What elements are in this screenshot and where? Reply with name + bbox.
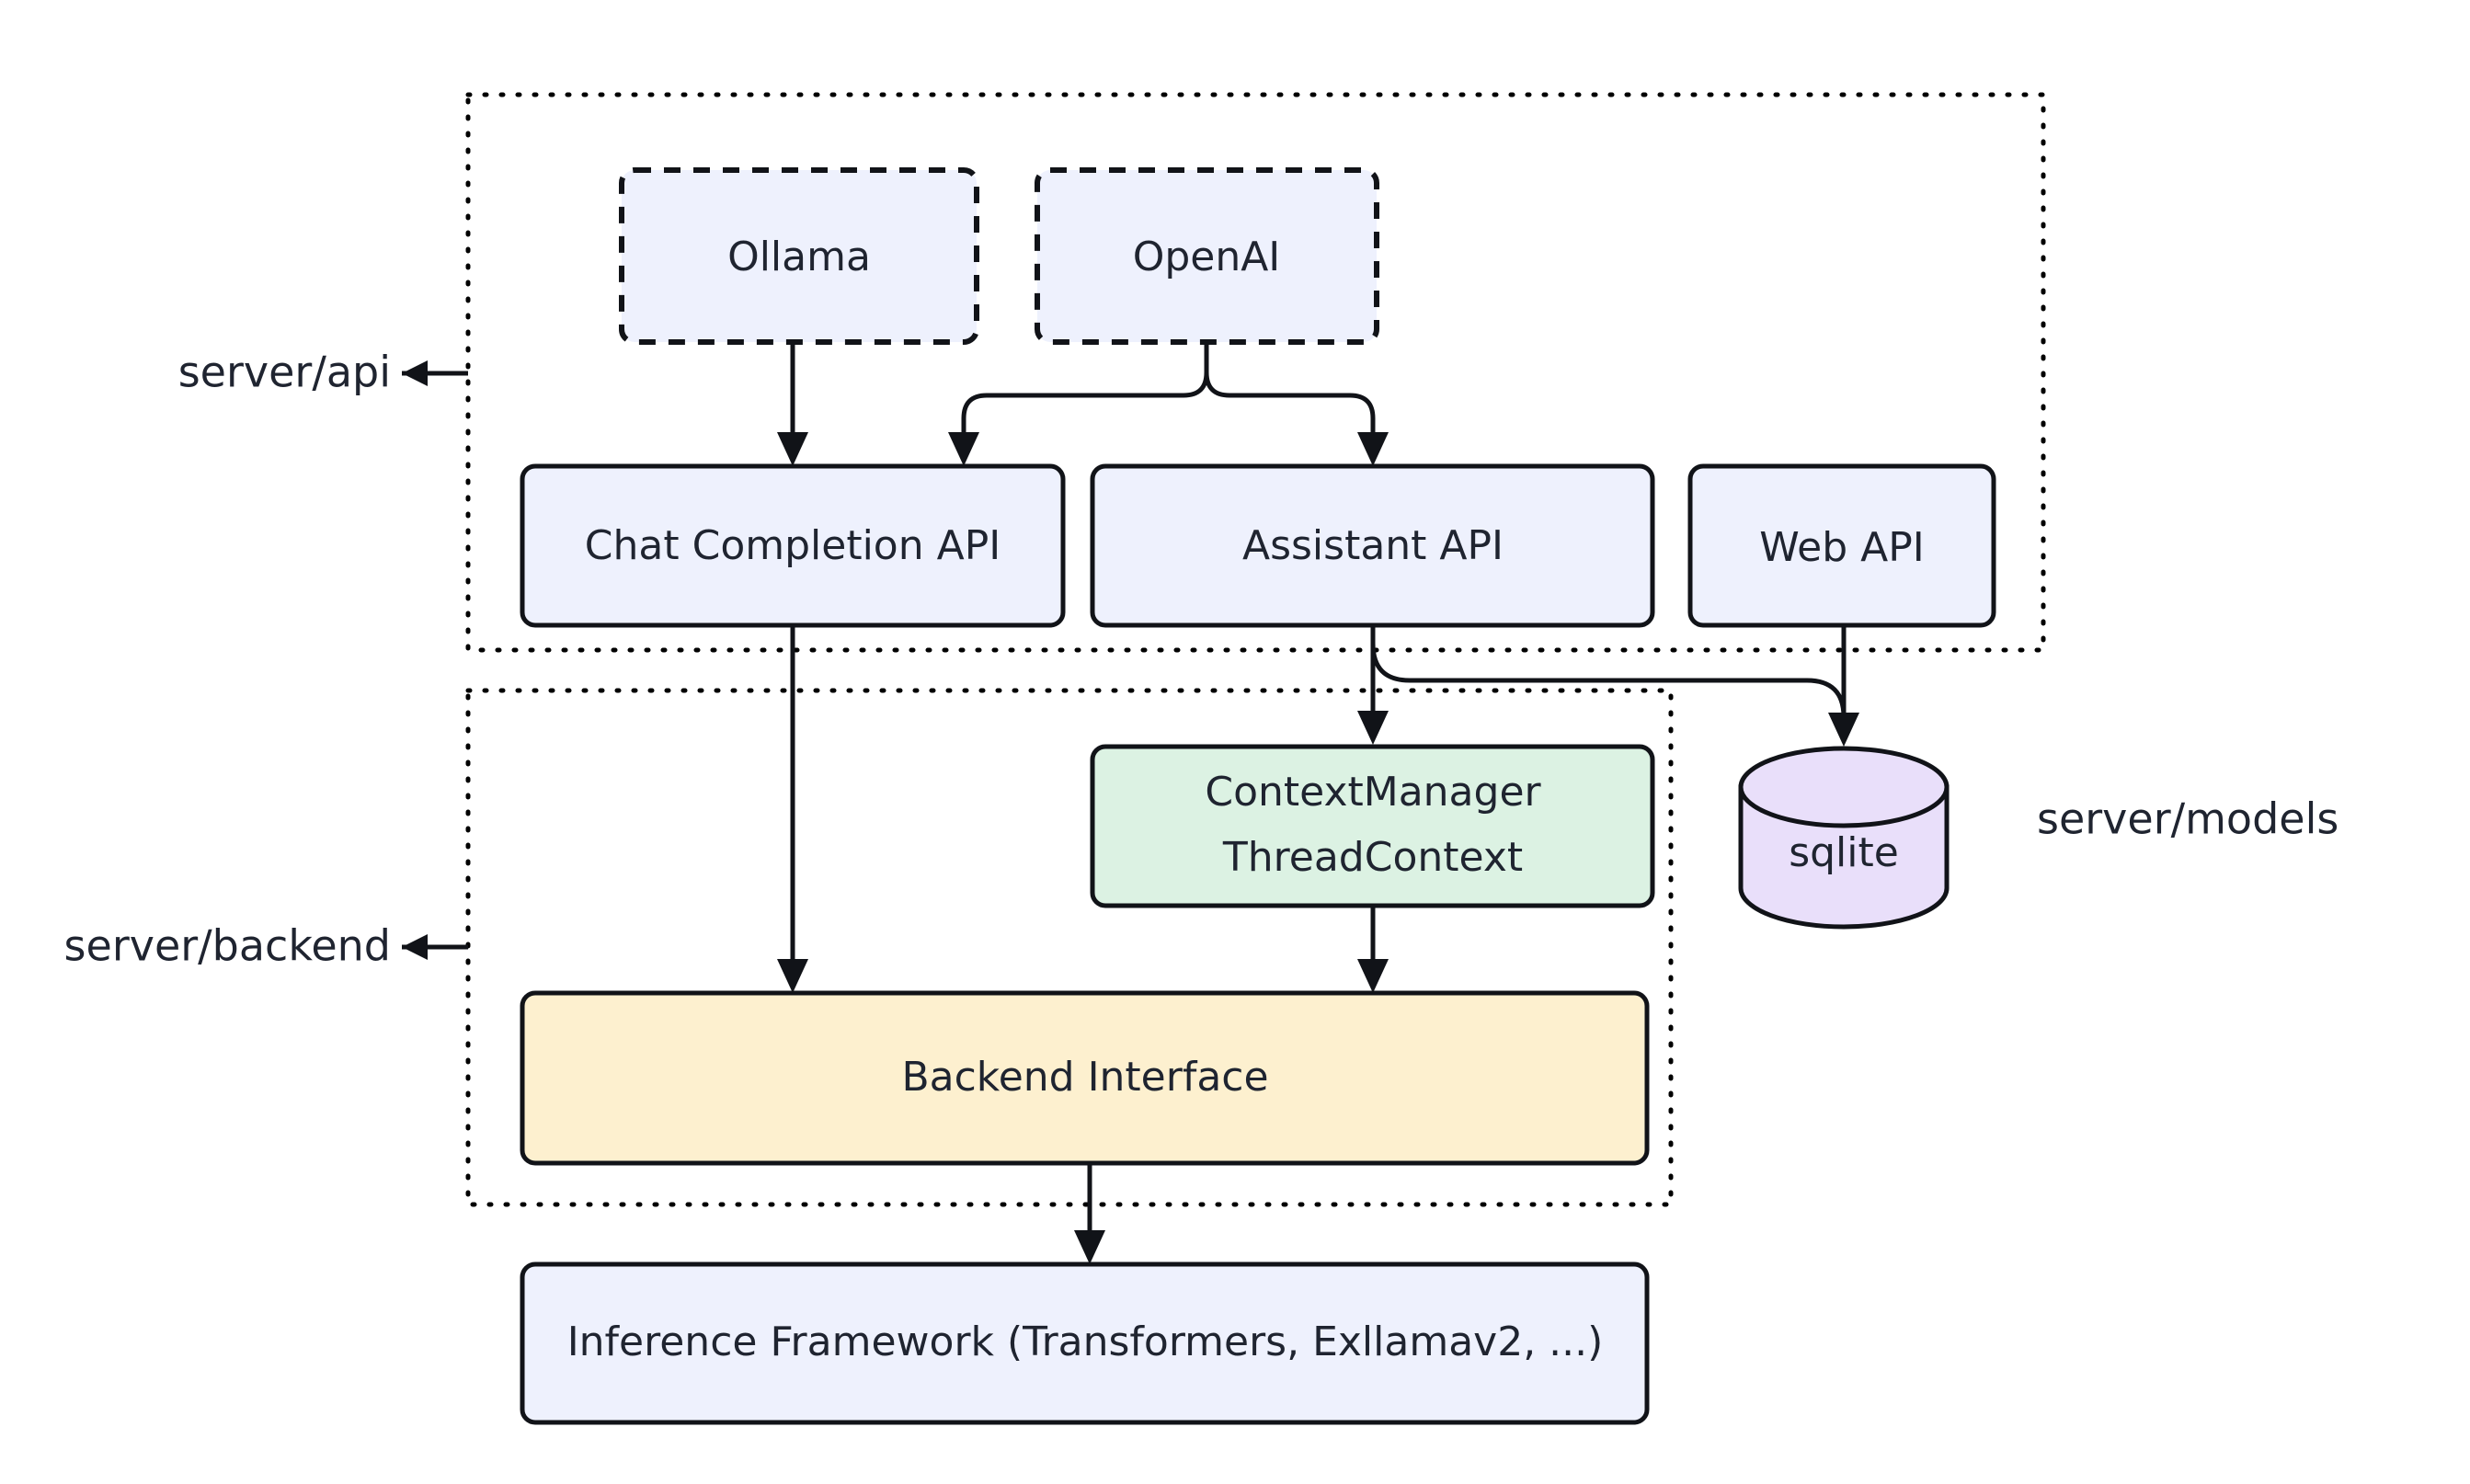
node-web-api[interactable]: Web API xyxy=(1687,463,1996,628)
node-sqlite-top[interactable] xyxy=(1738,746,1950,828)
edge-ollama-to-chat xyxy=(777,342,808,466)
edge-chat-to-backend-interface xyxy=(777,625,808,993)
node-assistant-api[interactable]: Assistant API xyxy=(1090,463,1655,628)
edge-assistant-to-context xyxy=(1357,625,1389,745)
node-web-api-box[interactable] xyxy=(1687,463,1996,628)
edge-web-to-sqlite xyxy=(1828,625,1859,747)
group-container-api xyxy=(465,92,2046,653)
node-context-manager[interactable]: ContextManager ThreadContext xyxy=(1090,744,1655,908)
node-context-manager-label-line1: ContextManager xyxy=(1205,769,1541,816)
node-chat-completion-api-label: Chat Completion API xyxy=(585,522,1001,569)
node-backend-interface-box[interactable] xyxy=(520,990,1650,1166)
node-ollama-label: Ollama xyxy=(727,234,871,280)
node-inference-framework[interactable]: Inference Framework (Transformers, Exlla… xyxy=(520,1261,1650,1425)
node-context-manager-label-line2: ThreadContext xyxy=(1222,834,1523,881)
node-ollama[interactable]: Ollama xyxy=(619,167,979,345)
node-chat-completion-api-box[interactable] xyxy=(520,463,1066,628)
edge-backend-interface-to-inference xyxy=(1074,1163,1105,1264)
edge-openai-to-assistant xyxy=(1204,342,1389,466)
node-backend-interface-label: Backend Interface xyxy=(901,1054,1268,1101)
node-backend-interface[interactable]: Backend Interface xyxy=(520,990,1650,1166)
node-inference-framework-label: Inference Framework (Transformers, Exlla… xyxy=(567,1318,1604,1365)
group-pointer-api xyxy=(402,360,468,386)
node-web-api-label: Web API xyxy=(1759,524,1925,571)
group-label-backend: server/backend xyxy=(64,921,391,971)
node-openai-box[interactable] xyxy=(1035,167,1379,345)
node-chat-completion-api[interactable]: Chat Completion API xyxy=(520,463,1066,628)
node-sqlite[interactable]: sqlite xyxy=(1738,746,1950,930)
group-label-models: server/models xyxy=(2037,794,2338,844)
edge-context-to-backend-interface xyxy=(1357,906,1389,993)
node-assistant-api-label: Assistant API xyxy=(1242,522,1504,569)
node-context-manager-box[interactable] xyxy=(1090,744,1655,908)
node-sqlite-label: sqlite xyxy=(1789,829,1899,876)
edge-openai-to-chat xyxy=(948,342,1209,466)
edge-assistant-to-sqlite xyxy=(1370,643,1847,726)
node-openai-label: OpenAI xyxy=(1133,234,1281,280)
node-openai[interactable]: OpenAI xyxy=(1035,167,1379,345)
node-ollama-box[interactable] xyxy=(619,167,979,345)
group-label-api: server/api xyxy=(178,348,391,397)
node-assistant-api-box[interactable] xyxy=(1090,463,1655,628)
node-inference-framework-box[interactable] xyxy=(520,1261,1650,1425)
group-pointer-backend xyxy=(402,934,468,960)
